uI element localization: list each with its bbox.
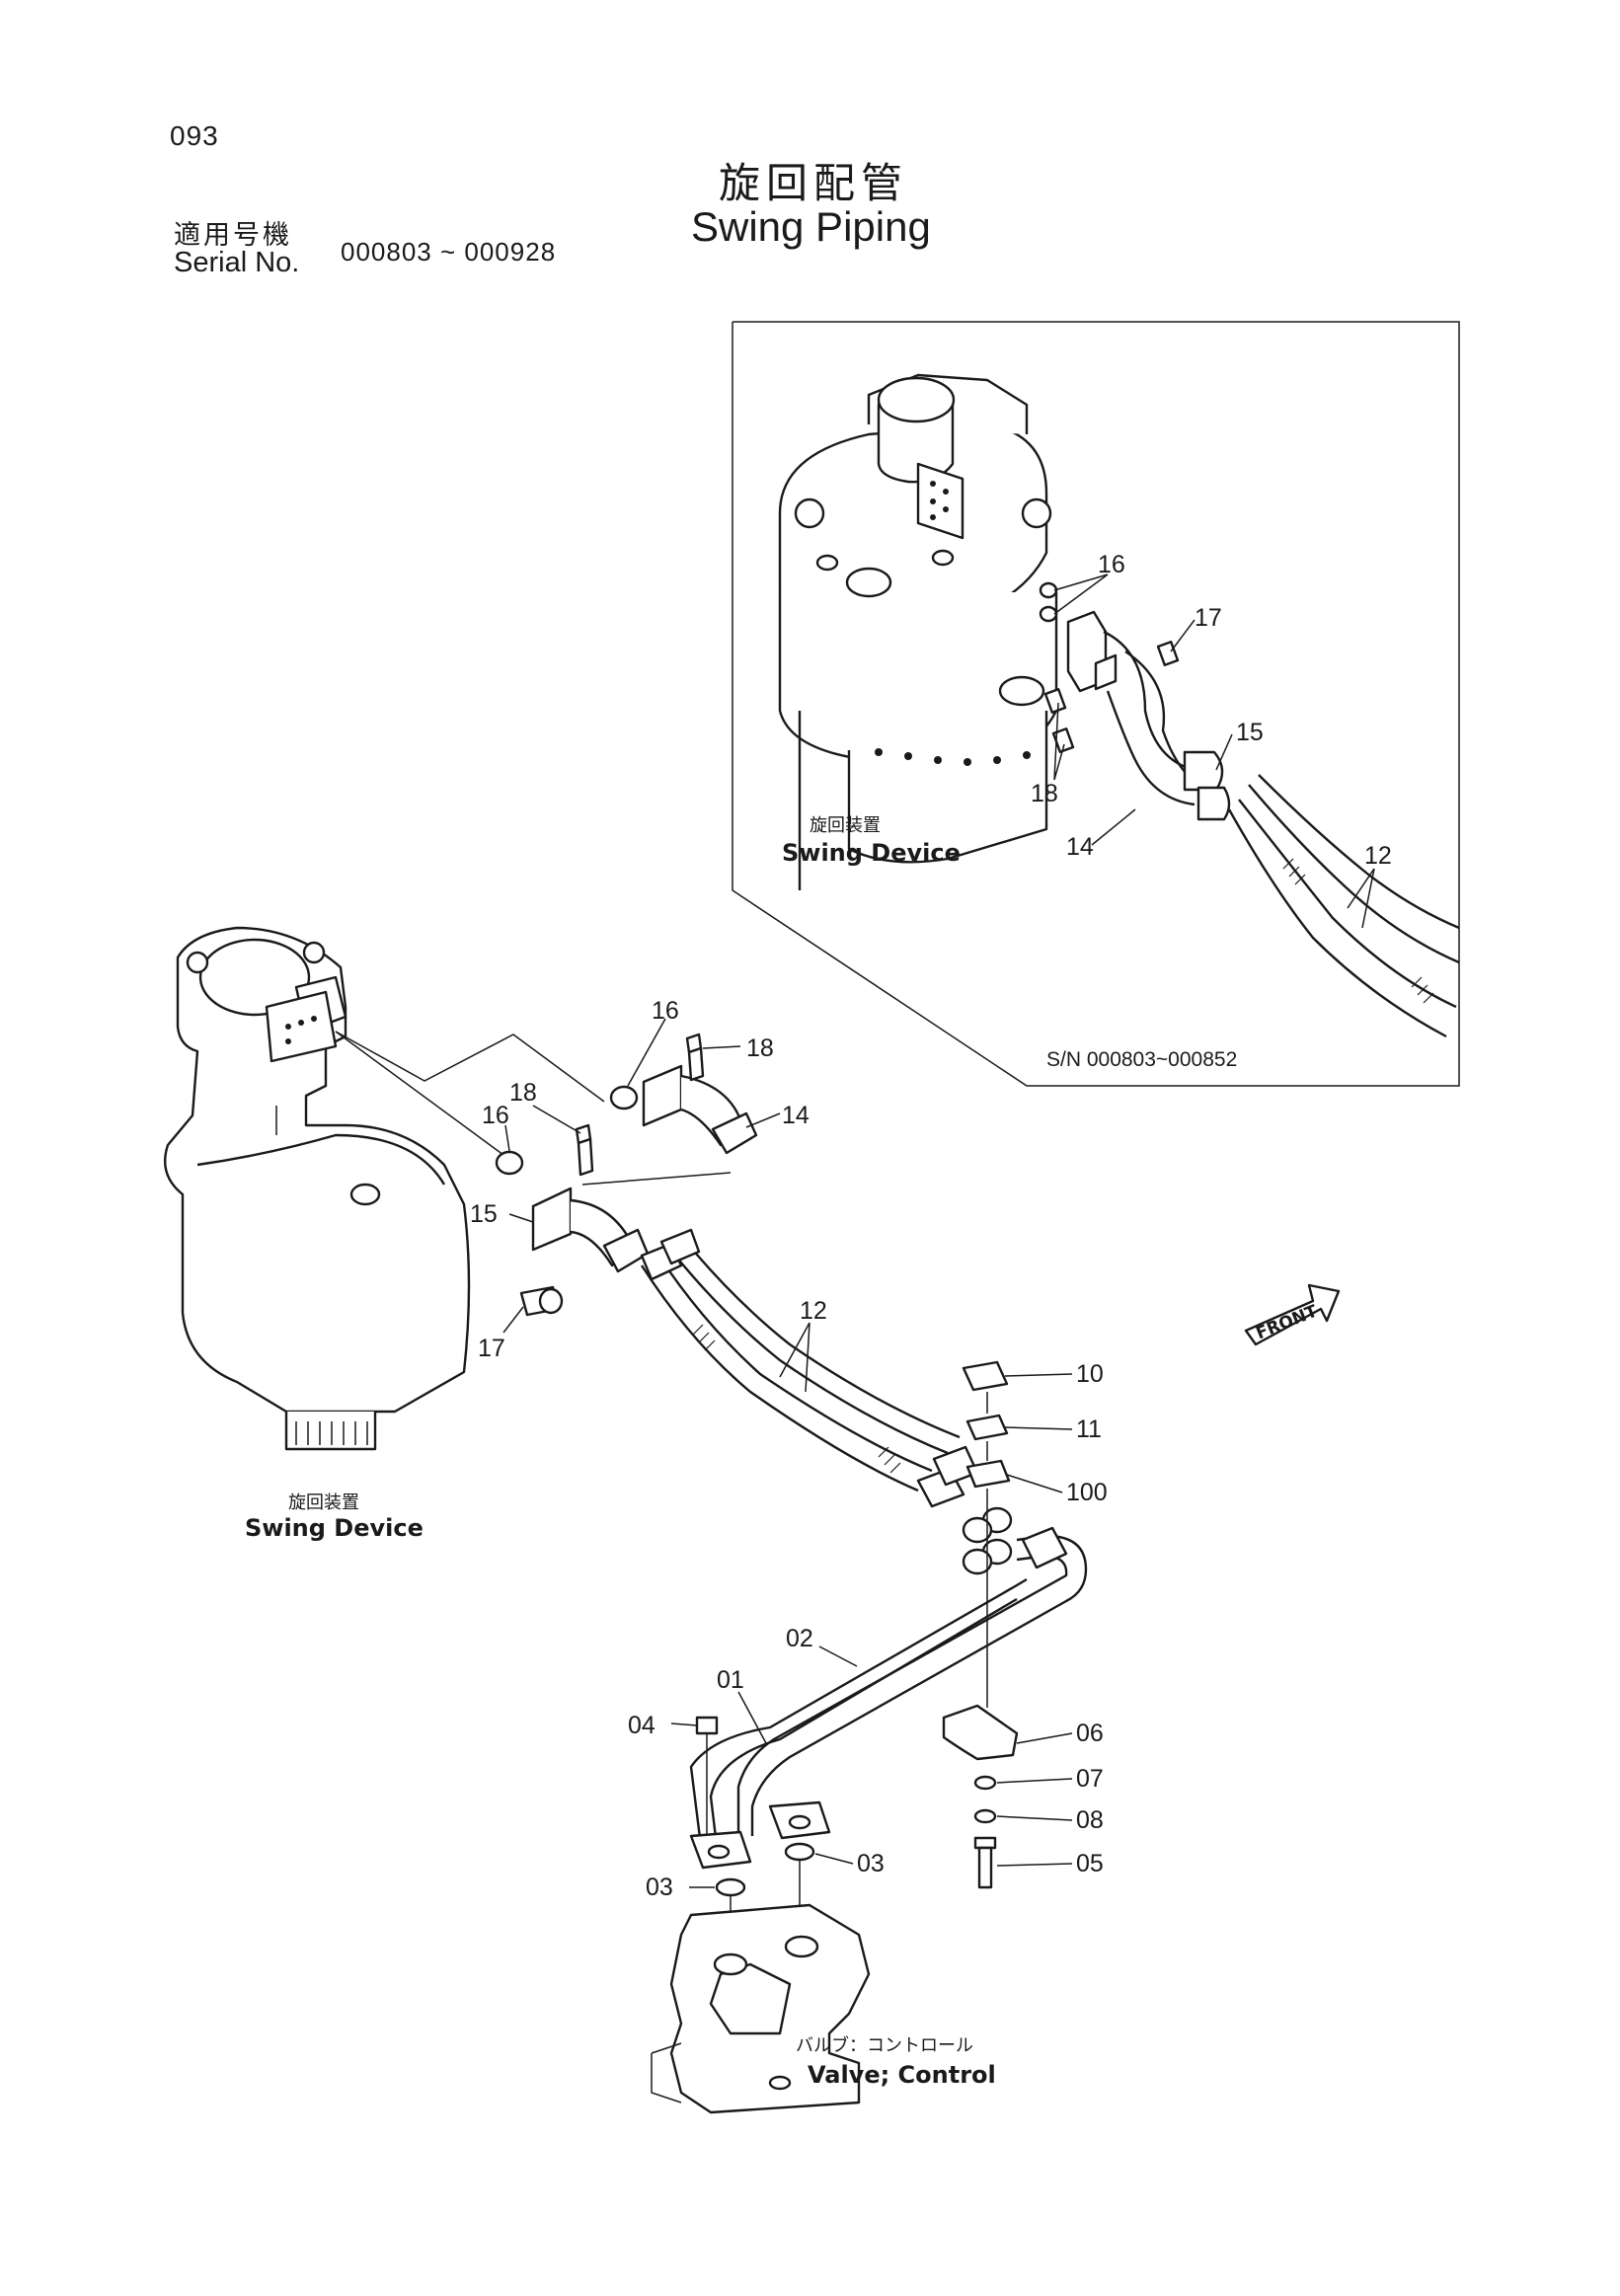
inset-callout-15: 15 xyxy=(1236,719,1264,746)
callout-16-upper: 16 xyxy=(652,997,679,1025)
inset-callout-14: 14 xyxy=(1066,833,1094,861)
callout-07: 07 xyxy=(1076,1765,1104,1793)
title-english: Swing Piping xyxy=(691,203,931,250)
valve-label-jp: バルブ：コントロール xyxy=(796,2034,973,2056)
main-fittings xyxy=(495,1033,758,1317)
callout-17: 17 xyxy=(478,1335,505,1362)
inset-callout-12: 12 xyxy=(1364,842,1392,870)
callout-10: 10 xyxy=(1076,1360,1104,1388)
page-number: 093 xyxy=(170,120,219,151)
inset-callout-18: 18 xyxy=(1031,780,1058,807)
main-device-labels: 旋回装置 Swing Device xyxy=(245,1492,424,1542)
callout-18-upper: 18 xyxy=(746,1034,774,1062)
callout-05: 05 xyxy=(1076,1850,1104,1877)
inset-callout-16: 16 xyxy=(1098,551,1125,578)
inset-frame xyxy=(732,321,1460,1087)
callout-14: 14 xyxy=(782,1102,810,1129)
main-pipes xyxy=(689,1526,1088,1870)
callout-01: 01 xyxy=(717,1666,744,1694)
main-device-label-en: Swing Device xyxy=(245,1514,424,1542)
callout-03-right: 03 xyxy=(857,1850,885,1877)
callout-18-lower: 18 xyxy=(509,1079,537,1107)
serial-range: 000803 ~ 000928 xyxy=(341,237,557,267)
callout-04: 04 xyxy=(628,1712,656,1739)
callout-08: 08 xyxy=(1076,1806,1104,1834)
callout-12: 12 xyxy=(800,1297,827,1325)
inset-device-label-en: Swing Device xyxy=(782,839,961,867)
inset-labels: 16 17 15 18 14 12 旋回装置 Swing Device S/N … xyxy=(782,551,1392,1071)
callout-11: 11 xyxy=(1076,1416,1102,1443)
valve-labels: バルブ：コントロール Valve; Control xyxy=(796,2034,996,2089)
valve-label-en: Valve; Control xyxy=(808,2061,996,2089)
main-device-label-jp: 旋回装置 xyxy=(288,1492,359,1513)
serial-label-japanese: 適用号機 xyxy=(174,220,292,251)
inset-serial-number: S/N 000803~000852 xyxy=(1046,1048,1237,1071)
callout-06: 06 xyxy=(1076,1720,1104,1747)
inset-leaders xyxy=(1053,574,1375,929)
front-label: FRONT xyxy=(1254,1301,1321,1343)
serial-label-english: Serial No. xyxy=(174,247,300,278)
main-swing-device xyxy=(163,926,471,1451)
control-valve xyxy=(651,1903,871,2114)
inset-device-label-jp: 旋回装置 xyxy=(810,815,881,836)
main-hoses xyxy=(640,1228,1013,1575)
inset-fittings xyxy=(1039,581,1460,1038)
inset-callout-17: 17 xyxy=(1195,604,1222,632)
inset-swing-device xyxy=(778,373,1058,890)
callout-15: 15 xyxy=(470,1200,498,1228)
callout-100: 100 xyxy=(1066,1479,1108,1506)
main-labels: 16 18 18 14 16 15 17 12 10 11 100 02 01 … xyxy=(470,997,1108,1901)
front-arrow: FRONT xyxy=(1244,1283,1341,1346)
callout-03-left: 03 xyxy=(646,1874,673,1901)
callout-16-lower: 16 xyxy=(482,1102,509,1129)
clamp-stack xyxy=(695,1360,1019,1964)
title-japanese: 旋回配管 xyxy=(719,159,909,207)
callout-02: 02 xyxy=(786,1625,813,1652)
assembly-guides xyxy=(335,1031,732,1186)
main-leaders xyxy=(502,1018,1073,1888)
